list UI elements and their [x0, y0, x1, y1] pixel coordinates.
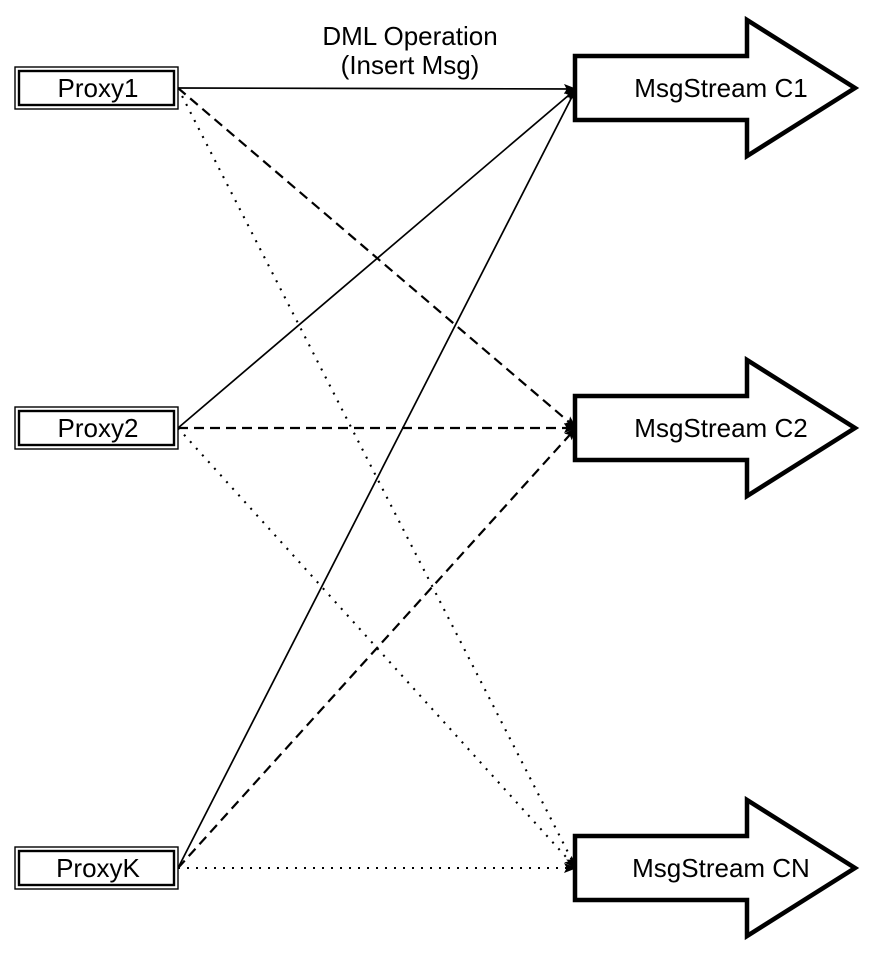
block-arrow-cn-icon [572, 795, 860, 941]
proxy-node-proxyk: ProxyK [14, 846, 179, 890]
block-arrow-c1-icon [572, 15, 860, 161]
title-line-2: (Insert Msg) [341, 50, 480, 80]
proxy-node-proxy1: Proxy1 [14, 66, 179, 110]
edge-proxyk-c1 [177, 88, 577, 869]
stream-c2-label: MsgStream C2 [634, 413, 807, 443]
proxyk-box-inner [17, 849, 176, 887]
block-arrow-c2-icon [572, 355, 860, 501]
proxy-node-proxy2: Proxy2 [14, 406, 179, 450]
diagram-title: DML Operation (Insert Msg) [322, 21, 497, 80]
edge-proxyk-c2 [177, 427, 577, 869]
title-line-1: DML Operation [322, 21, 497, 51]
stream-c1: MsgStream C1 [572, 15, 860, 161]
proxy2-box-inner [17, 409, 176, 447]
proxy1-label: Proxy1 [58, 73, 139, 103]
stream-c1-label: MsgStream C1 [634, 73, 807, 103]
stream-c2: MsgStream C2 [572, 355, 860, 501]
edge-proxy1-c1 [177, 83, 577, 94]
edge-proxy1-cn [177, 87, 577, 869]
proxy1-box-inner [17, 69, 176, 107]
stream-cn-label: MsgStream CN [632, 853, 810, 883]
proxyk-label: ProxyK [56, 853, 140, 883]
proxy2-label: Proxy2 [58, 413, 139, 443]
edges-layer [177, 83, 577, 873]
stream-cn: MsgStream CN [572, 795, 860, 941]
edge-proxy1-c2 [177, 87, 577, 429]
